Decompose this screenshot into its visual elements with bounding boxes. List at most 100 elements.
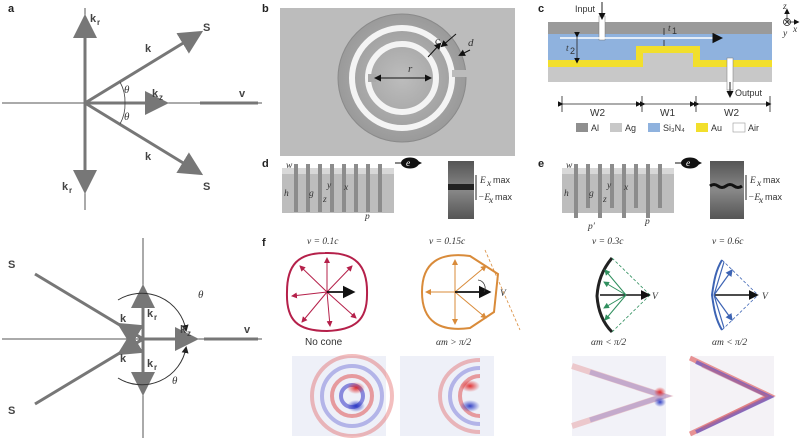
a-top-theta-down: θ [124, 111, 130, 123]
c-t2-label: t [566, 44, 569, 54]
e-z-label: z [602, 195, 607, 205]
d-max1: max [493, 175, 511, 185]
f-caption-3: αm < π/2 [591, 338, 626, 348]
panel-label-d: d [262, 158, 269, 170]
a-bot-kr-bottom-label: k [147, 358, 154, 370]
e-neg-ex-sub: x [758, 196, 764, 206]
d-z-label: z [322, 195, 327, 205]
d-g-label: g [309, 189, 314, 199]
a-top-v-label: v [239, 88, 246, 100]
legend-swatch-si3n4 [648, 123, 660, 132]
a-top-S-bottom-label: S [203, 181, 210, 193]
a-bot-S-top-label: S [8, 259, 15, 271]
legend-label-air: Air [748, 123, 759, 133]
c-t2-sub: 2 [570, 46, 575, 56]
panel-label-b: b [262, 3, 269, 15]
a-top-theta-up: θ [124, 84, 130, 96]
a-top-kr-sub: r [97, 18, 100, 27]
f-fieldmap-1 [292, 354, 394, 438]
e-ex-max: E [749, 176, 756, 186]
e-y-label: y [606, 181, 612, 191]
e-pprime-label: p′ [587, 222, 596, 232]
a-bot-theta-top: θ [198, 289, 204, 301]
a-top-kr-bottom-label: k [62, 181, 69, 193]
c-axis-z: z [782, 2, 787, 12]
e-g-label: g [589, 189, 594, 199]
c-w2-right: W2 [724, 108, 739, 119]
d-neg-ex: −E [478, 193, 490, 203]
a-top-kr-label: k [90, 13, 97, 25]
legend-swatch-al [576, 123, 588, 132]
b-c-label: c [435, 35, 440, 47]
panel-label-f: f [262, 237, 266, 249]
legend-label-al: Al [591, 123, 599, 133]
panel-label-a: a [8, 3, 15, 15]
e-h-label: h [564, 189, 569, 199]
a-bot-k-top-label: k [120, 313, 127, 325]
f-speed-1: v = 0.1c [307, 237, 339, 247]
f-fieldmap-4 [688, 355, 776, 437]
f-V-4: V [762, 292, 769, 302]
panel-a-bottom-diagram [2, 238, 262, 438]
a-bot-v-label: v [244, 324, 251, 336]
e-e-label: e [686, 159, 690, 169]
c-w2-left: W2 [590, 108, 605, 119]
a-bot-kr-top-sub: r [154, 313, 157, 322]
a-bot-S-bottom-label: S [8, 405, 15, 417]
legend-swatch-air [732, 122, 746, 133]
e-ex-max-sub: x [756, 179, 762, 189]
c-input-label: Input [575, 4, 596, 14]
f-caption-2: αm > π/2 [436, 338, 471, 348]
a-top-kr-bottom-sub: r [69, 186, 72, 195]
panel-e-grating [562, 157, 747, 219]
f-case2-diagram [420, 249, 521, 331]
a-bot-k-bottom-label: k [120, 353, 127, 365]
f-caption-1: No cone [305, 337, 343, 348]
d-y-label: y [326, 181, 332, 191]
d-x-label: x [343, 183, 349, 193]
c-legend: Al Ag Si₃N₄ Au Air [576, 122, 759, 133]
a-top-kz-label: k [152, 88, 159, 100]
c-t1-sub: 1 [672, 26, 677, 36]
f-V-2: V [500, 289, 507, 299]
a-top-S-label: S [203, 22, 210, 34]
e-max2: max [765, 192, 783, 202]
panel-d-grating [282, 157, 477, 219]
d-ex-max: E [479, 176, 486, 186]
d-neg-ex-sub: x [488, 196, 494, 206]
c-w1: W1 [660, 108, 675, 119]
a-bot-theta-bottom: θ [172, 375, 178, 387]
d-ex-max-sub: x [486, 179, 492, 189]
legend-swatch-au [696, 123, 708, 132]
f-fieldmap-2 [400, 356, 494, 436]
d-h-label: h [284, 189, 289, 199]
f-case3-diagram [595, 257, 651, 334]
f-fieldmap-3 [571, 356, 674, 436]
a-top-kz-sub: z [159, 93, 163, 102]
panel-a-top-diagram [2, 8, 262, 210]
panel-c-diagram [548, 2, 800, 112]
f-speed-2: v = 0.15c [429, 237, 466, 247]
a-bot-kz-sub: z [187, 329, 191, 338]
e-max1: max [763, 175, 781, 185]
c-output-label: Output [735, 88, 763, 98]
f-speed-4: v = 0.6c [712, 237, 744, 247]
e-p-label: p [644, 217, 650, 227]
legend-swatch-ag [610, 123, 622, 132]
b-d-label: d [468, 37, 474, 49]
f-case1-diagram [285, 251, 369, 333]
panel-label-c: c [538, 3, 544, 15]
a-bot-kz-label: k [180, 324, 187, 336]
panel-b-photo [280, 8, 515, 156]
f-case4-diagram [710, 259, 759, 331]
a-bot-kr-bottom-sub: r [154, 363, 157, 372]
d-max2: max [495, 192, 513, 202]
d-w-label: w [286, 161, 293, 171]
d-e-label: e [406, 159, 410, 169]
e-neg-ex: −E [748, 193, 760, 203]
c-t1-label: t [668, 24, 671, 34]
e-w-label: w [566, 161, 573, 171]
e-x-label: x [623, 183, 629, 193]
c-axis-x: x [792, 25, 798, 35]
